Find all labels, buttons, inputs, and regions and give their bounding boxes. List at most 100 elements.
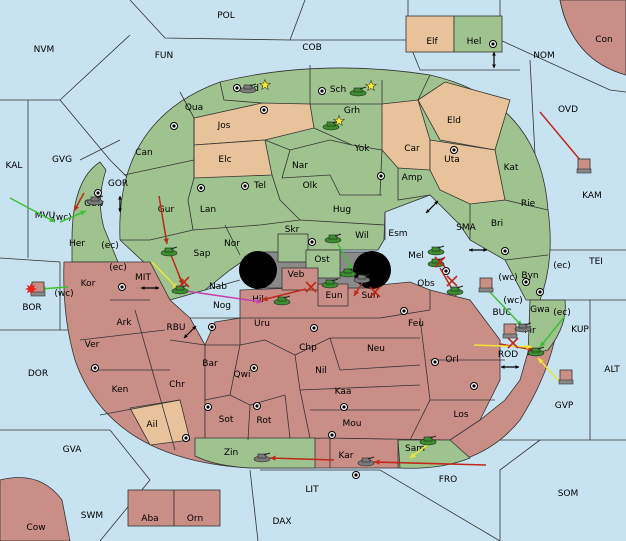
province-label-elf[interactable]: Elf	[426, 37, 438, 47]
province-label-chr[interactable]: Chr	[169, 380, 185, 390]
sea-label-gva[interactable]: GVA	[63, 445, 83, 455]
army-unit-icon[interactable]	[160, 246, 178, 257]
sea-label-con[interactable]: Con	[595, 35, 613, 45]
province-label-nab[interactable]: Nab	[209, 282, 227, 292]
province-label-hug[interactable]: Hug	[333, 205, 351, 215]
sea-label-fun[interactable]: FUN	[155, 51, 174, 61]
province-label-wil[interactable]: Wil	[355, 231, 369, 241]
province-label-yok[interactable]: Yok	[353, 144, 370, 154]
sea-label-som[interactable]: SOM	[558, 489, 579, 499]
province-label-mel[interactable]: Mel	[408, 251, 424, 261]
army-unit-icon[interactable]	[273, 295, 291, 306]
retreat-box-icon[interactable]	[502, 323, 518, 339]
army-unit-icon[interactable]	[239, 83, 257, 94]
army-unit-icon[interactable]	[339, 267, 357, 278]
sea-label-dor[interactable]: DOR	[28, 369, 48, 379]
province-label-rot[interactable]: Rot	[257, 416, 272, 426]
sea-label-kup[interactable]: KUP	[571, 325, 589, 335]
province-label-nog[interactable]: Nog	[213, 301, 231, 311]
army-unit-icon[interactable]	[322, 120, 340, 131]
sea-label-nvm[interactable]: NVM	[34, 45, 55, 55]
army-unit-icon[interactable]	[446, 285, 464, 296]
province-label-los[interactable]: Los	[453, 410, 468, 420]
province-label-ken[interactable]: Ken	[112, 385, 129, 395]
army-unit-icon[interactable]	[419, 435, 437, 446]
sea-label-rod[interactable]: ROD	[498, 350, 518, 360]
sea-label-fro[interactable]: FRO	[439, 475, 458, 485]
province-label-her[interactable]: Her	[69, 239, 85, 249]
retreat-box-icon[interactable]	[478, 277, 494, 293]
province-label-can[interactable]: Can	[135, 148, 153, 158]
army-unit-icon[interactable]	[171, 284, 189, 295]
province-label-bar[interactable]: Bar	[202, 359, 218, 369]
army-unit-icon[interactable]	[527, 346, 545, 357]
province-label-qua[interactable]: Qua	[185, 103, 203, 113]
province-label-feu[interactable]: Feu	[408, 319, 424, 329]
sea-label-bor[interactable]: BOR	[22, 303, 41, 313]
province-label-sam[interactable]: Sam	[405, 444, 425, 454]
province-label-nil[interactable]: Nil	[315, 366, 327, 376]
province-label-eun[interactable]: Eun	[325, 291, 342, 301]
army-unit-icon[interactable]	[349, 86, 367, 97]
province-label-grh[interactable]: Grh	[344, 106, 360, 116]
province-label-eld[interactable]: Eld	[447, 116, 461, 126]
province-label-rie[interactable]: Rie	[521, 199, 536, 209]
province-label-kaa[interactable]: Kaa	[335, 387, 352, 397]
sea-label-cob[interactable]: COB	[302, 43, 322, 53]
army-unit-icon[interactable]	[427, 245, 445, 256]
province-label-orl[interactable]: Orl	[445, 355, 458, 365]
province-label-neu[interactable]: Neu	[367, 344, 385, 354]
province-label-uta[interactable]: Uta	[444, 155, 460, 165]
province-label-hel[interactable]: Hel	[467, 37, 482, 47]
army-unit-icon[interactable]	[514, 322, 532, 333]
province-label-nor[interactable]: Nor	[224, 239, 240, 249]
army-unit-icon[interactable]	[321, 278, 339, 289]
army-unit-icon[interactable]	[86, 195, 104, 206]
army-unit-icon[interactable]	[357, 456, 375, 467]
sea-label-gor[interactable]: GOR	[108, 179, 128, 189]
province-label-sap[interactable]: Sap	[194, 249, 211, 259]
sea-label-gvp[interactable]: GVP	[555, 401, 574, 411]
province-label-uru[interactable]: Uru	[254, 319, 270, 329]
province-label-kar[interactable]: Kar	[339, 451, 354, 461]
province-label-obs[interactable]: Obs	[417, 279, 435, 289]
sea-label-alt[interactable]: ALT	[604, 365, 620, 375]
sea-label-kam[interactable]: KAM	[582, 191, 602, 201]
sea-label-sma[interactable]: SMA	[456, 223, 476, 233]
province-label-sch[interactable]: Sch	[330, 85, 346, 95]
army-unit-icon[interactable]	[253, 452, 271, 463]
province-label-zin[interactable]: Zin	[224, 448, 238, 458]
army-unit-icon[interactable]	[324, 233, 342, 244]
province-label-ail[interactable]: Ail	[146, 420, 157, 430]
province-label-qwi[interactable]: Qwi	[234, 370, 251, 380]
province-label-kor[interactable]: Kor	[81, 279, 96, 289]
province-label-kat[interactable]: Kat	[504, 163, 519, 173]
province-label-lan[interactable]: Lan	[200, 205, 216, 215]
province-label-jos[interactable]: Jos	[217, 121, 231, 131]
province-label-tel[interactable]: Tel	[253, 181, 266, 191]
retreat-box-icon[interactable]	[576, 158, 592, 174]
province-label-nar[interactable]: Nar	[292, 161, 308, 171]
sea-label-swm[interactable]: SWM	[81, 511, 103, 521]
province-label-chp[interactable]: Chp	[299, 343, 317, 353]
sea-label-nom[interactable]: NOM	[533, 51, 555, 61]
sea-label-ovd[interactable]: OVD	[558, 105, 578, 115]
sea-label-dax[interactable]: DAX	[272, 517, 291, 527]
province-label-orn[interactable]: Orn	[187, 514, 203, 524]
province-label-ver[interactable]: Ver	[85, 340, 100, 350]
province-label-byn[interactable]: Byn	[521, 271, 538, 281]
province-label-elc[interactable]: Elc	[218, 155, 231, 165]
sea-label-buc[interactable]: BUC	[492, 308, 511, 318]
sea-label-pol[interactable]: POL	[217, 11, 235, 21]
province-label-gwa[interactable]: Gwa	[530, 305, 550, 315]
province-label-bri[interactable]: Bri	[491, 219, 503, 229]
province-label-veb[interactable]: Veb	[288, 270, 305, 280]
army-unit-icon[interactable]	[353, 273, 371, 284]
retreat-box-icon[interactable]	[558, 369, 574, 385]
sea-label-tei[interactable]: TEI	[588, 257, 603, 267]
province-label-car[interactable]: Car	[404, 144, 420, 154]
sea-label-gvg[interactable]: GVG	[52, 155, 72, 165]
province-label-mou[interactable]: Mou	[343, 419, 362, 429]
province-label-sot[interactable]: Sot	[219, 415, 234, 425]
province-label-amp[interactable]: Amp	[402, 173, 423, 183]
